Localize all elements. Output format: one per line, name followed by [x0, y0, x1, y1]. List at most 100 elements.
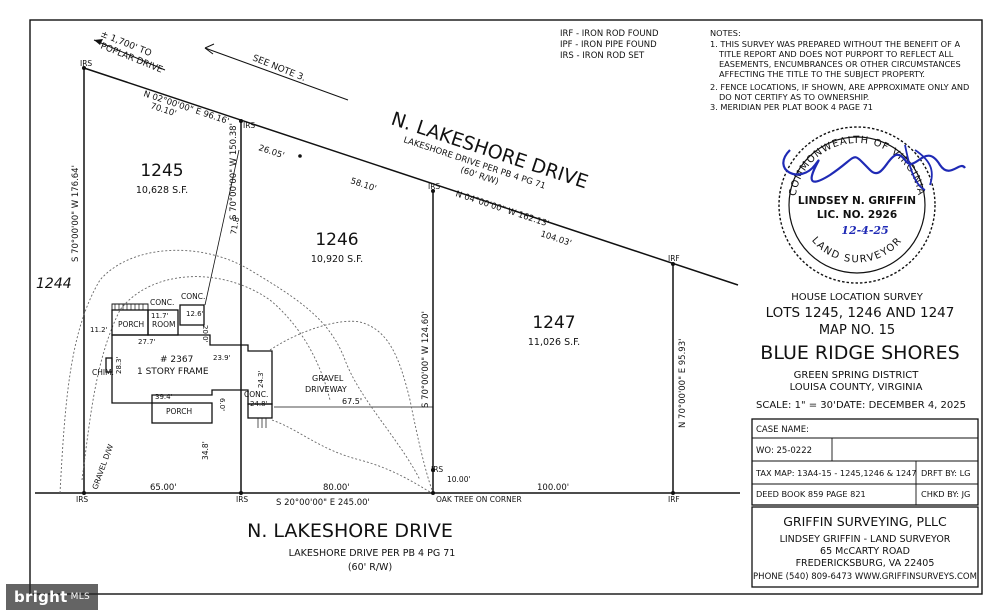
bearing-mid1: S 70°00'00" W 150.38' — [229, 123, 239, 220]
seal-lic: LIC. NO. 2926 — [817, 209, 897, 221]
case-deed: DEED BOOK 859 PAGE 821 — [756, 489, 866, 499]
surveyor-seal: COMMONWEALTH OF VIRGINIA LAND SURVEYOR L… — [778, 126, 966, 284]
watermark-brand: bright — [13, 588, 68, 606]
gravel-areas — [59, 249, 433, 494]
title-line6: LOUISA COUNTY, VIRGINIA — [790, 382, 923, 393]
company-contact: PHONE (540) 809-6473 WWW.GRIFFINSURVEYS.… — [753, 572, 977, 582]
brightmls-watermark: bright MLS — [6, 584, 98, 610]
seal-bottom-arc: LAND SURVEYOR — [809, 235, 904, 265]
dim-10: 10.00' — [447, 475, 471, 484]
company-person: LINDSEY GRIFFIN - LAND SURVEYOR — [780, 534, 951, 545]
bearing-mid2: S 70°00'00" W 124.60' — [421, 311, 431, 408]
notes: NOTES: 1. THIS SURVEY WAS PREPARED WITHO… — [710, 28, 969, 112]
title-date: DATE: DECEMBER 4, 2025 — [836, 400, 966, 411]
case-drft: DRFT BY: LG — [921, 468, 971, 478]
distances: 26.05' 58.10' 104.03' 71.8' 65.00' 80.00… — [150, 143, 573, 493]
dim-11-2: 11.2' — [90, 326, 108, 334]
porch-bottom-label: PORCH — [166, 407, 192, 416]
corner-markers — [82, 66, 675, 495]
room-label: ROOM — [152, 320, 176, 329]
seal-date: 12-4-25 — [841, 224, 888, 237]
lot-number: 1246 — [315, 230, 358, 250]
title-line5: GREEN SPRING DISTRICT — [794, 370, 920, 381]
notes-heading: NOTES: — [710, 28, 741, 38]
conc-label-3: CONC. — [244, 390, 268, 399]
road-bottom-name: N. LAKESHORE DRIVE — [247, 520, 453, 542]
title-line2: LOTS 1245, 1246 AND 1247 — [766, 305, 955, 321]
house-labels: PORCH 11.7' ROOM CONC. CONC. 12.6' 20.0'… — [90, 292, 268, 416]
legend-irf: IRF - IRON ROD FOUND — [560, 29, 659, 39]
dim-71-8: 71.8' — [229, 214, 241, 235]
chimney-label: CHIM. — [92, 368, 114, 377]
oak-tree-label: OAK TREE ON CORNER — [436, 495, 522, 504]
marker-irs: IRS — [236, 495, 248, 504]
marker-irs: IRS — [431, 465, 443, 474]
house-footprint — [105, 303, 273, 424]
dim-12-6: 12.6' — [186, 310, 204, 318]
marker-irs: IRS — [76, 495, 88, 504]
dim-58-10: 58.10' — [349, 176, 377, 194]
gravel-dw-label: GRAVEL D/W — [90, 442, 115, 490]
company-address: 65 McCARTY ROAD — [820, 546, 910, 557]
note-line: AFFECTING THE TITLE TO THE SUBJECT PROPE… — [719, 69, 925, 79]
title-line1: HOUSE LOCATION SURVEY — [791, 292, 924, 303]
title-block: HOUSE LOCATION SURVEY LOTS 1245, 1246 AN… — [756, 292, 966, 411]
see-note-callout: SEE NOTE 3. — [251, 54, 307, 84]
house-desc: 1 STORY FRAME — [137, 367, 209, 377]
legend-ipf: IPF - IRON PIPE FOUND — [560, 40, 657, 50]
road-bottom-sub1: LAKESHORE DRIVE PER PB 4 PG 71 — [289, 548, 456, 559]
seal-name: LINDSEY N. GRIFFIN — [798, 195, 916, 207]
dim-65: 65.00' — [150, 483, 177, 493]
dim-80: 80.00' — [323, 483, 350, 493]
watermark-suffix: MLS — [70, 592, 91, 602]
bearing-west: S 70°00'00" W 176.64' — [71, 165, 81, 262]
conc-label-1: CONC. — [150, 298, 174, 307]
dim-34-8: 34.8' — [201, 441, 210, 460]
title-line3: MAP NO. 15 — [819, 323, 895, 338]
plat-border — [29, 19, 983, 595]
signature — [782, 149, 966, 183]
company-name: GRIFFIN SURVEYING, PLLC — [783, 514, 947, 529]
adjacent-lot-number: 1244 — [36, 276, 72, 292]
marker-labels: IRS IRS IRS IRF IRS IRS IRF IRS OAK TREE… — [76, 59, 680, 504]
note-line: DO NOT CERTIFY AS TO OWNERSHIP. — [719, 92, 869, 102]
lot-labels: 1245 10,628 S.F. 1246 10,920 S.F. 1247 1… — [36, 161, 580, 348]
case-table: CASE NAME: WO: 25-0222 TAX MAP: 13A4-15 … — [751, 418, 979, 506]
callouts: ± 1,700' TO POPLAR DRIVE SEE NOTE 3. — [99, 30, 307, 84]
dim-24-3: 24.3' — [257, 370, 265, 388]
house-address: # 2367 — [160, 355, 193, 365]
conc-label-2: CONC. — [181, 292, 205, 301]
bearing-bottom: S 20°00'00" E 245.00' — [276, 498, 370, 508]
company-block: GRIFFIN SURVEYING, PLLC LINDSEY GRIFFIN … — [751, 506, 979, 588]
driveway-label-1: GRAVEL — [312, 374, 344, 383]
property-lines — [35, 39, 740, 494]
bearing-top2: N 04°00'00" W 162.13' — [454, 189, 550, 229]
dim-24-8: 24.8' — [250, 400, 268, 408]
dim-39-4: 39.4' — [155, 393, 173, 401]
note-line: TITLE REPORT AND DOES NOT PURPORT TO REF… — [718, 49, 954, 59]
lot-area: 10,920 S.F. — [311, 254, 363, 265]
dim-67-5: 67.5' — [342, 397, 362, 406]
title-line4: BLUE RIDGE SHORES — [760, 342, 959, 364]
lot-number: 1245 — [140, 161, 183, 181]
dim-27-7: 27.7' — [138, 338, 156, 346]
company-city: FREDERICKSBURG, VA 22405 — [796, 558, 935, 569]
dim-104-03: 104.03' — [539, 229, 573, 249]
marker-irs: IRS — [428, 182, 440, 191]
dim-11-7: 11.7' — [151, 312, 169, 320]
lot-area: 10,628 S.F. — [136, 185, 188, 196]
dim-28-3: 28.3' — [115, 356, 123, 374]
title-scale: SCALE: 1" = 30' — [756, 400, 836, 411]
driveway-label-2: DRIVEWAY — [305, 385, 347, 394]
dim-100: 100.00' — [537, 483, 569, 493]
note-line: 2. FENCE LOCATIONS, IF SHOWN, ARE APPROX… — [710, 82, 969, 92]
bearing-east: N 70°00'00" E 95.93' — [678, 339, 688, 428]
marker-irf: IRF — [668, 254, 680, 263]
dim-6-0: 6.0' — [218, 398, 226, 411]
dim-26-05: 26.05' — [257, 143, 285, 161]
marker-irf: IRF — [668, 495, 680, 504]
note-line: 1. THIS SURVEY WAS PREPARED WITHOUT THE … — [710, 39, 960, 49]
case-tax-map: TAX MAP: 13A4-15 - 1245,1246 & 1247 — [755, 468, 917, 478]
legend: IRF - IRON ROD FOUND IPF - IRON PIPE FOU… — [560, 29, 659, 61]
case-name: CASE NAME: — [756, 425, 809, 435]
